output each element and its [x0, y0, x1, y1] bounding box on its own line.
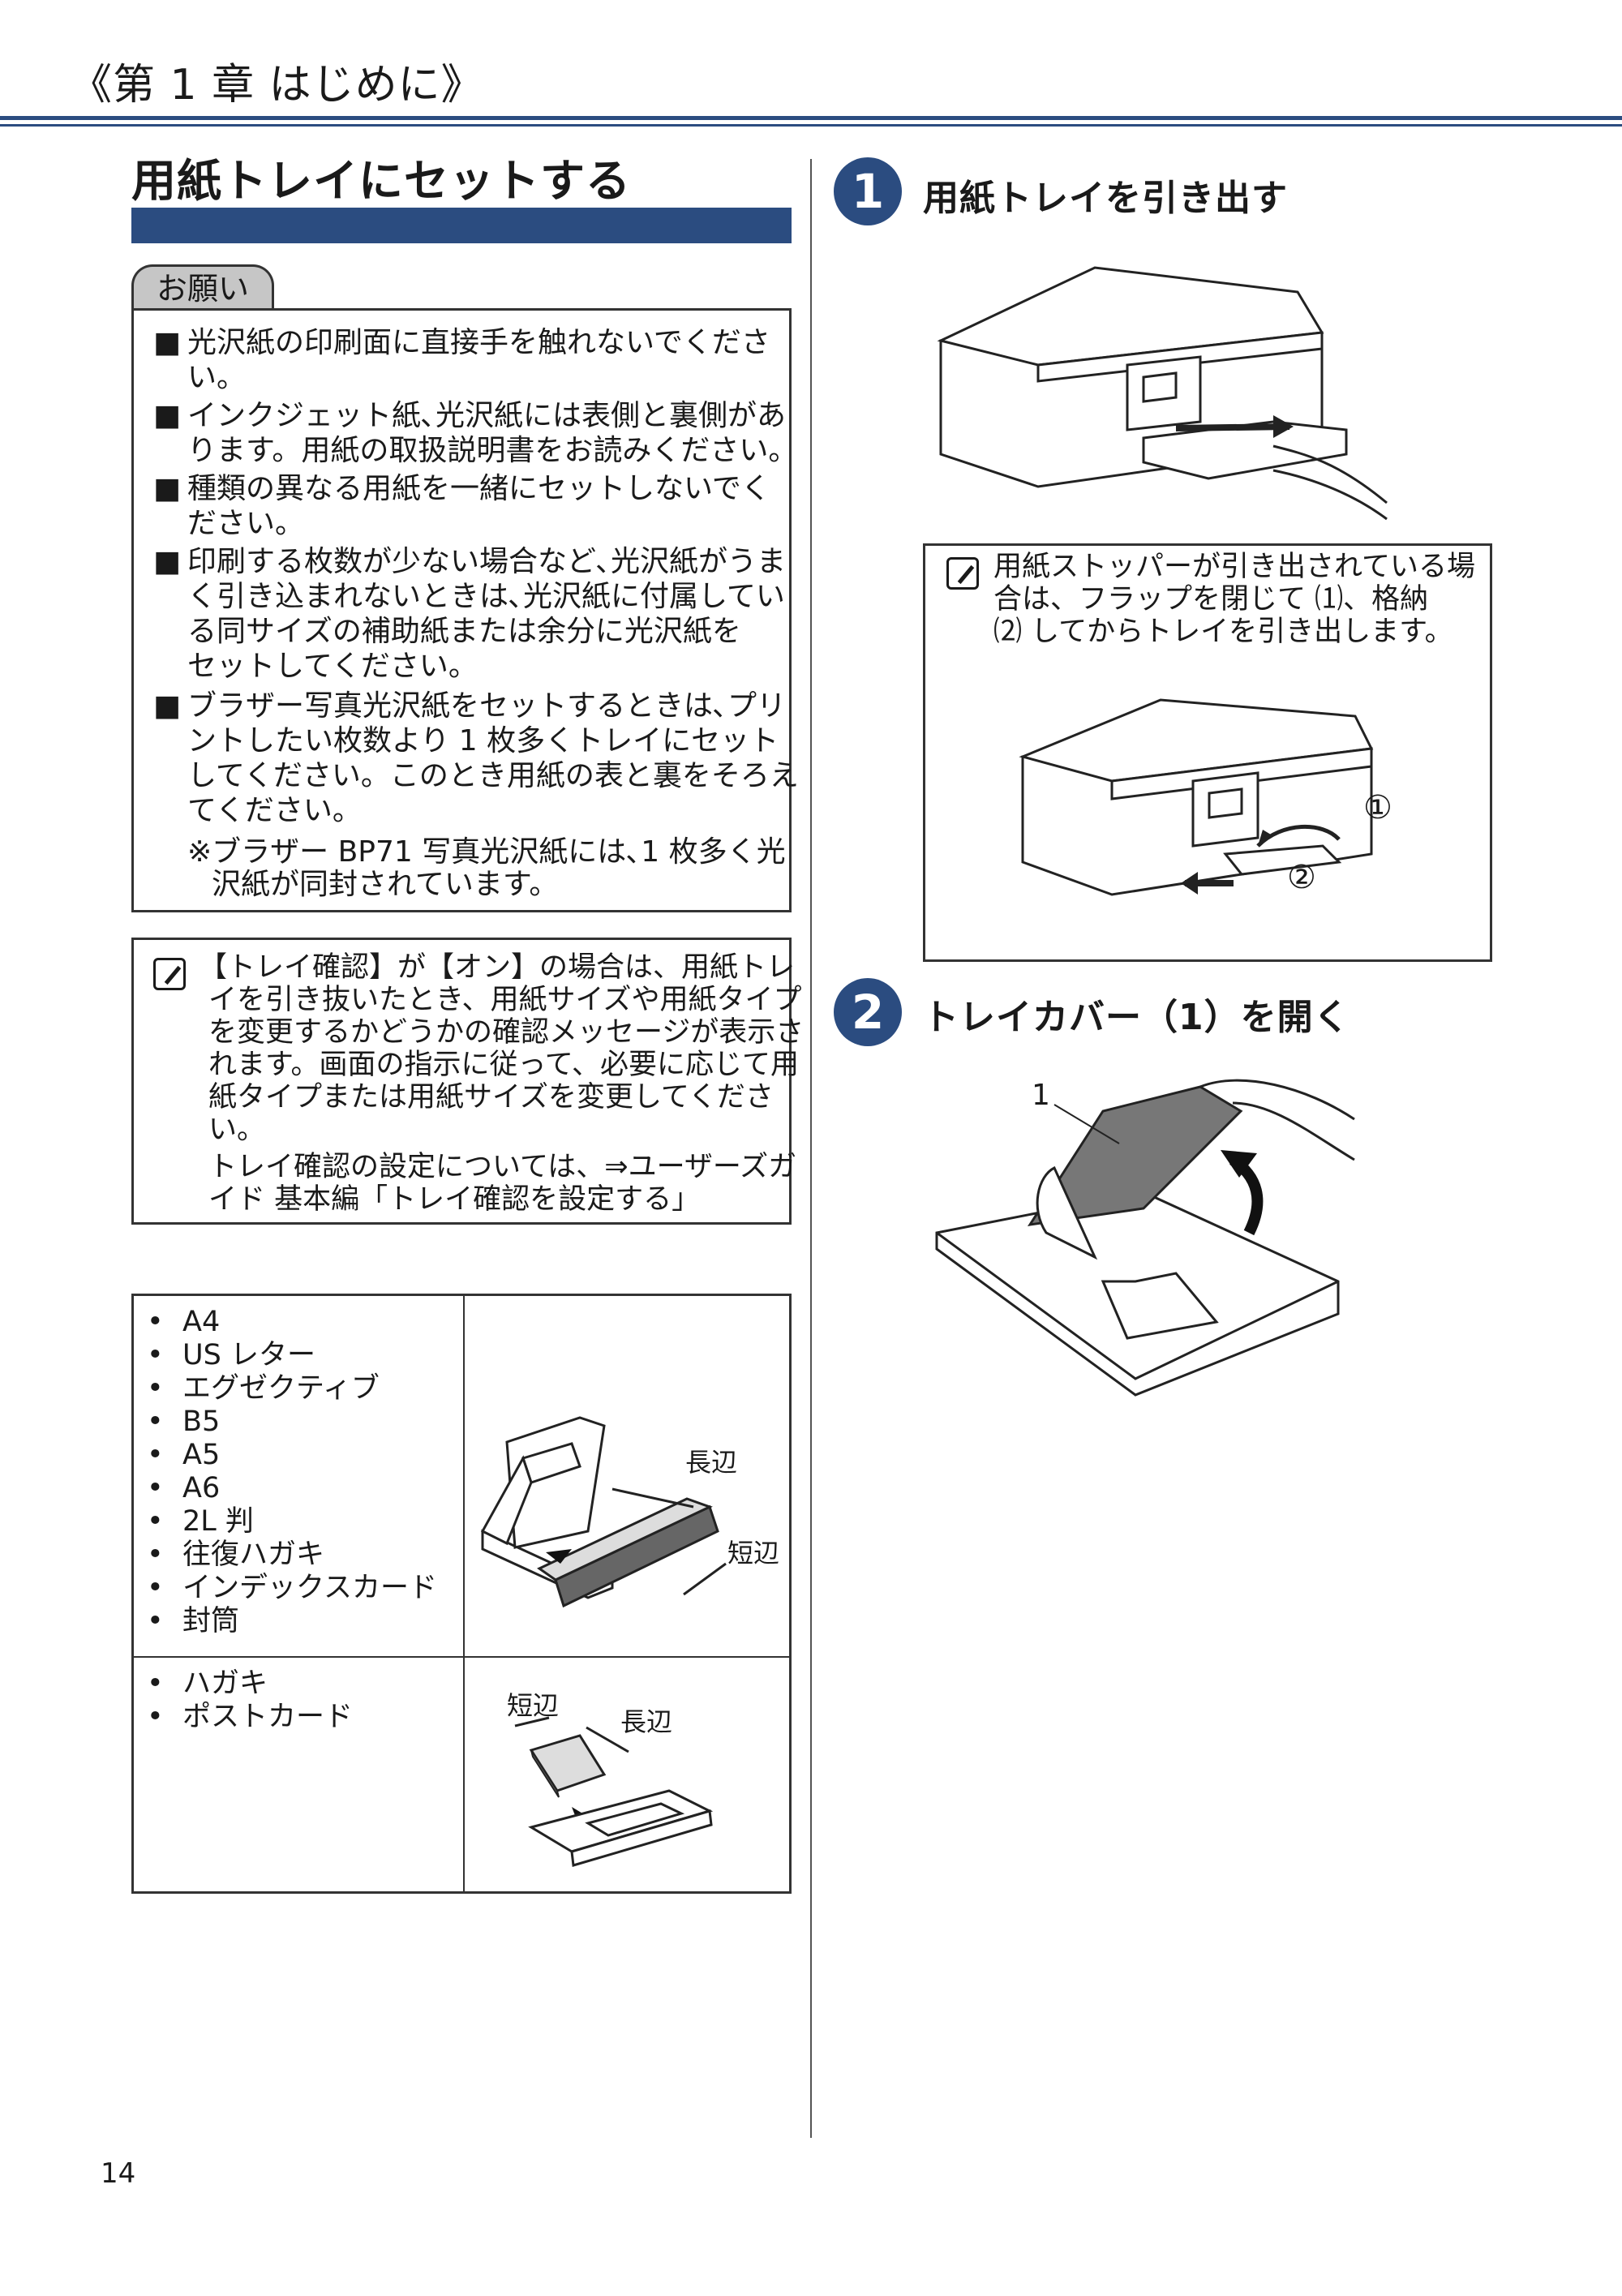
list-item: A5 [134, 1439, 437, 1472]
paper-size-table: A4 US レター エグゼクティブ B5 A5 A6 2L 判 往復ハガキ イン… [131, 1294, 792, 1894]
page-number: 14 [101, 2157, 136, 2190]
step-1-note-text: 用紙ストッパーが引き出されている場 合は、フラップを閉じて ⑴、格納 ⑵ してか… [993, 551, 1475, 648]
chapter-title: 《第 1 章 はじめに》 [70, 61, 484, 109]
callout-1: ① [1363, 789, 1392, 826]
list-item: B5 [134, 1405, 437, 1439]
bullet-square-icon: ■ [153, 326, 182, 359]
table-divider [134, 1656, 789, 1658]
list-item: US レター [134, 1339, 437, 1372]
memo-icon [153, 958, 186, 990]
section-title: 用紙トレイにセットする [131, 155, 632, 207]
list-item: ハガキ [134, 1667, 353, 1701]
table-divider [463, 1296, 465, 1891]
list-item: A4 [134, 1306, 437, 1339]
short-edge-label: 短辺 [507, 1690, 560, 1721]
column-divider [810, 159, 812, 2138]
list-item: エグゼクティブ [134, 1372, 437, 1405]
list-item: A6 [134, 1472, 437, 1505]
notice-box: ■ 光沢紙の印刷面に直接手を触れないでください。 ■ インクジェット紙､光沢紙に… [131, 308, 799, 912]
section-title-bar [131, 208, 792, 243]
bullet-square-icon: ■ [153, 545, 182, 578]
tray-cover-open-illustration [935, 1079, 1355, 1397]
long-edge-label: 長辺 [685, 1447, 738, 1478]
tray-postcard-illustration [514, 1716, 714, 1867]
notice-tab: お願い [131, 264, 274, 310]
step-1-title: 用紙トレイを引き出す [923, 178, 1288, 219]
step-number-2: 2 [834, 978, 902, 1046]
short-edge-label: 短辺 [727, 1538, 780, 1569]
printer-tray-pull-illustration [937, 266, 1388, 521]
paper-size-list: A4 US レター エグゼクティブ B5 A5 A6 2L 判 往復ハガキ イン… [134, 1306, 437, 1638]
header-rule-thin [0, 124, 1622, 127]
memo-text: 【トレイ確認】が【オン】の場合は、用紙トレ イを引き抜いたとき、用紙サイズや用紙… [199, 951, 805, 1216]
postcard-size-list: ハガキ ポストカード [134, 1667, 353, 1734]
tray-long-edge-illustration [480, 1416, 727, 1608]
bullet-square-icon: ■ [153, 399, 182, 432]
header-rule-thick [0, 116, 1622, 120]
list-item: 封筒 [134, 1605, 437, 1638]
bullet-square-icon: ■ [153, 472, 182, 505]
step-number-1: 1 [834, 157, 902, 225]
list-item: インデックスカード [134, 1572, 437, 1605]
bullet-square-icon: ■ [153, 689, 182, 723]
step-1-note-box: 用紙ストッパーが引き出されている場 合は、フラップを閉じて ⑴、格納 ⑵ してか… [923, 543, 1492, 962]
list-item: 2L 判 [134, 1505, 437, 1539]
long-edge-label: 長辺 [620, 1706, 673, 1737]
list-item: 往復ハガキ [134, 1539, 437, 1572]
memo-icon [946, 557, 979, 590]
printer-flap-close-illustration [1019, 698, 1374, 896]
notice-sub-note: ※ブラザー BP71 写真光沢紙には､1 枚多く光 沢紙が同封されています。 [187, 835, 786, 901]
step-2-title: トレイカバー（1）を開く [923, 997, 1350, 1038]
list-item: ポストカード [134, 1701, 353, 1734]
cover-callout-1: 1 [1032, 1079, 1050, 1112]
memo-box: 【トレイ確認】が【オン】の場合は、用紙トレ イを引き抜いたとき、用紙サイズや用紙… [131, 938, 804, 1225]
callout-2: ② [1287, 859, 1316, 896]
